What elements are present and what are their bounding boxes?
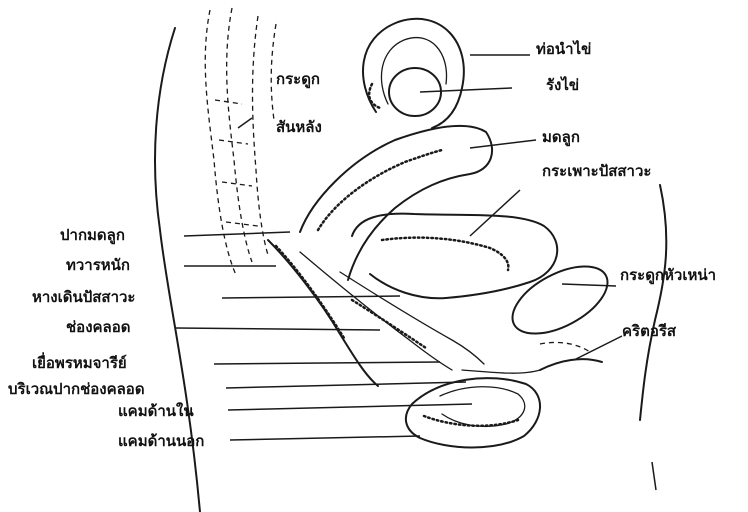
label-rectum: ทวารหนัก xyxy=(66,256,130,274)
pubic-bone-shape xyxy=(502,253,618,348)
uterus-outline xyxy=(300,126,492,280)
label-vagina: ช่องคลอด xyxy=(66,318,131,336)
label-vaginal-opening: บริเวณปากช่องคลอด xyxy=(8,380,145,398)
label-uterus: มดลูก xyxy=(542,128,580,146)
bladder-inner xyxy=(382,238,508,270)
clitoris-shape xyxy=(540,359,602,370)
label-fallopian-tube: ท่อนำไข่ xyxy=(536,40,591,58)
label-spine-2: สันหลัง xyxy=(276,118,322,136)
label-cervix: ปากมดลูก xyxy=(60,226,125,244)
label-labia-minora: แคมด้านใน xyxy=(118,402,194,420)
leg-outline xyxy=(462,370,540,373)
fallopian-tube-inner xyxy=(381,38,446,104)
bladder-outline xyxy=(352,214,557,299)
clitoris-dash xyxy=(540,342,590,352)
fallopian-tube-shape xyxy=(363,19,464,128)
abdomen-front-outline xyxy=(640,185,666,420)
vagina-channel xyxy=(300,252,452,370)
label-clitoris: คริตอรีส xyxy=(622,322,676,340)
labia-majora-shape xyxy=(406,378,540,447)
canal-texture xyxy=(352,300,426,348)
label-labia-majora: แคมด้านนอก xyxy=(118,432,204,450)
label-bladder: กระเพาะปัสสาวะ xyxy=(542,162,651,180)
label-pubic-bone: กระดูกหัวเหน่า xyxy=(620,266,716,284)
labia-minora-shape xyxy=(440,387,525,427)
label-spine: กระดูก xyxy=(276,70,320,88)
label-hymen: เยื่อพรหมจารีย์ xyxy=(32,354,127,372)
label-urethra: หางเดินปัสสาวะ xyxy=(32,288,136,306)
labia-texture xyxy=(424,416,518,426)
urethra-channel xyxy=(340,272,484,364)
pointer-lines xyxy=(176,55,656,490)
label-ovary: รังไข่ xyxy=(546,76,579,94)
